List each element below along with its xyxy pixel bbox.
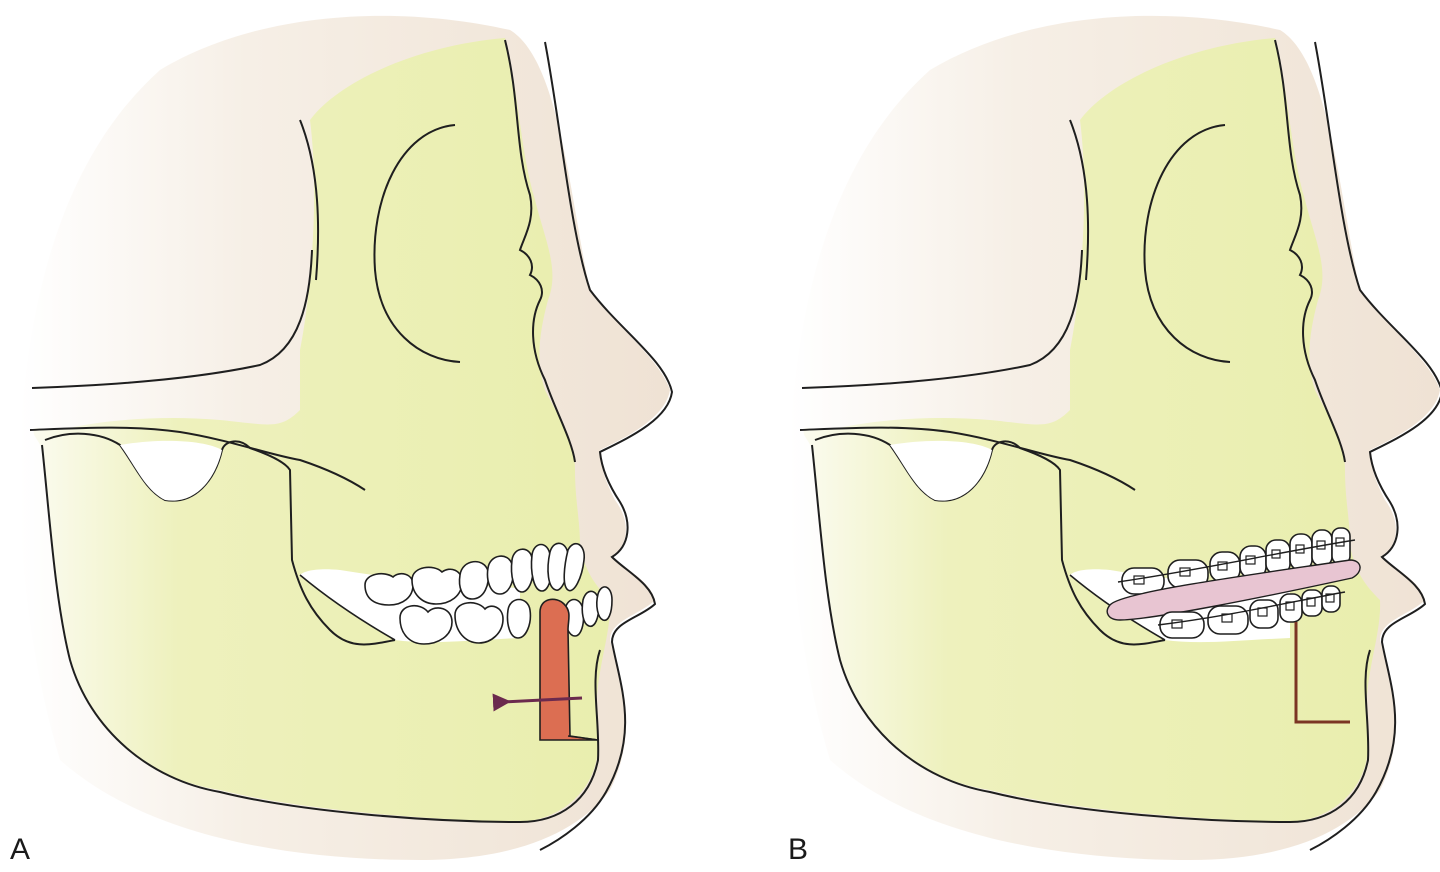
- setback-arrow: [492, 693, 583, 712]
- panel-a: [18, 14, 674, 862]
- panel-label-b: B: [788, 833, 809, 866]
- panel-label-a: A: [10, 833, 31, 866]
- osteotomy-segment: [539, 598, 599, 741]
- skull-profile-b: [788, 14, 1440, 862]
- postop-cut-line: [1294, 622, 1350, 724]
- skull-profile-a: [18, 14, 674, 862]
- panel-b: [788, 14, 1440, 862]
